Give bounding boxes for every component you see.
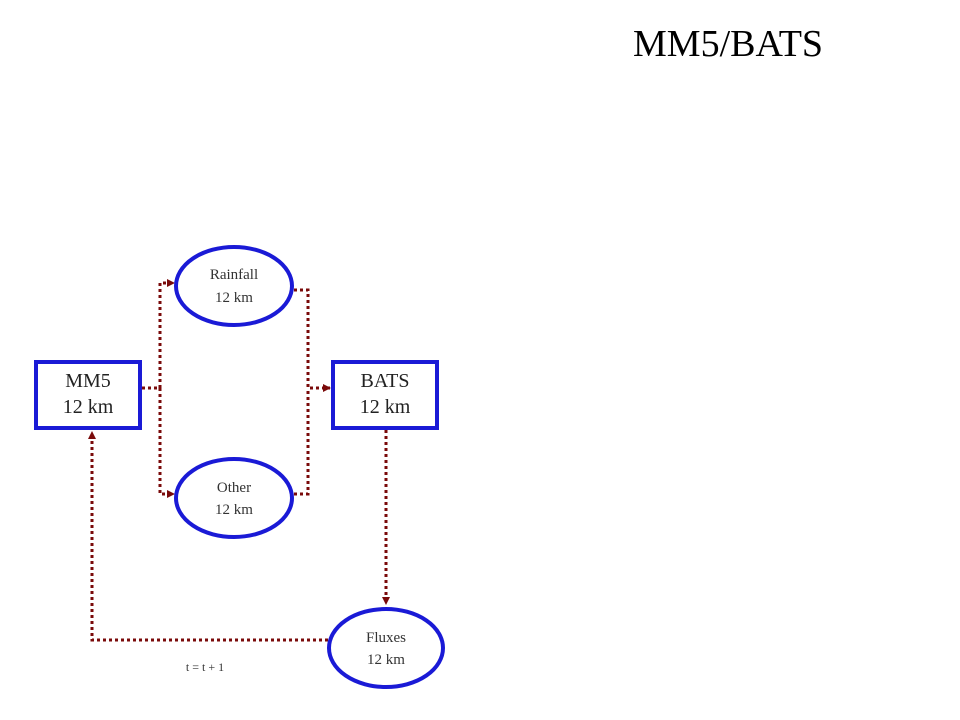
mm5-node-label: MM5 <box>65 370 111 392</box>
arrow-to-other <box>158 388 175 498</box>
other-node-label: Other <box>217 480 251 496</box>
mm5-node: MM5 12 km <box>34 360 142 430</box>
other-node: Other 12 km <box>174 457 294 539</box>
arrow-fluxes-to-mm5 <box>88 431 328 642</box>
mm5-node-resolution: 12 km <box>63 396 114 418</box>
bats-node: BATS 12 km <box>331 360 439 430</box>
rainfall-node-label: Rainfall <box>210 267 258 283</box>
loop-label: t = t + 1 <box>186 660 224 674</box>
arrow-other-to-bats <box>294 388 310 496</box>
bats-node-label: BATS <box>361 370 410 392</box>
bats-node-resolution: 12 km <box>360 396 411 418</box>
rainfall-node: Rainfall 12 km <box>174 245 294 327</box>
fluxes-node-label: Fluxes <box>366 630 406 646</box>
arrow-to-rainfall <box>158 279 175 388</box>
connectors <box>88 279 390 642</box>
arrow-rainfall-to-bats <box>294 288 331 392</box>
slide-title: MM5/BATS <box>633 23 824 65</box>
rainfall-node-resolution: 12 km <box>215 290 253 306</box>
other-node-resolution: 12 km <box>215 502 253 518</box>
fluxes-node: Fluxes 12 km <box>327 607 445 689</box>
fluxes-node-resolution: 12 km <box>367 652 405 668</box>
